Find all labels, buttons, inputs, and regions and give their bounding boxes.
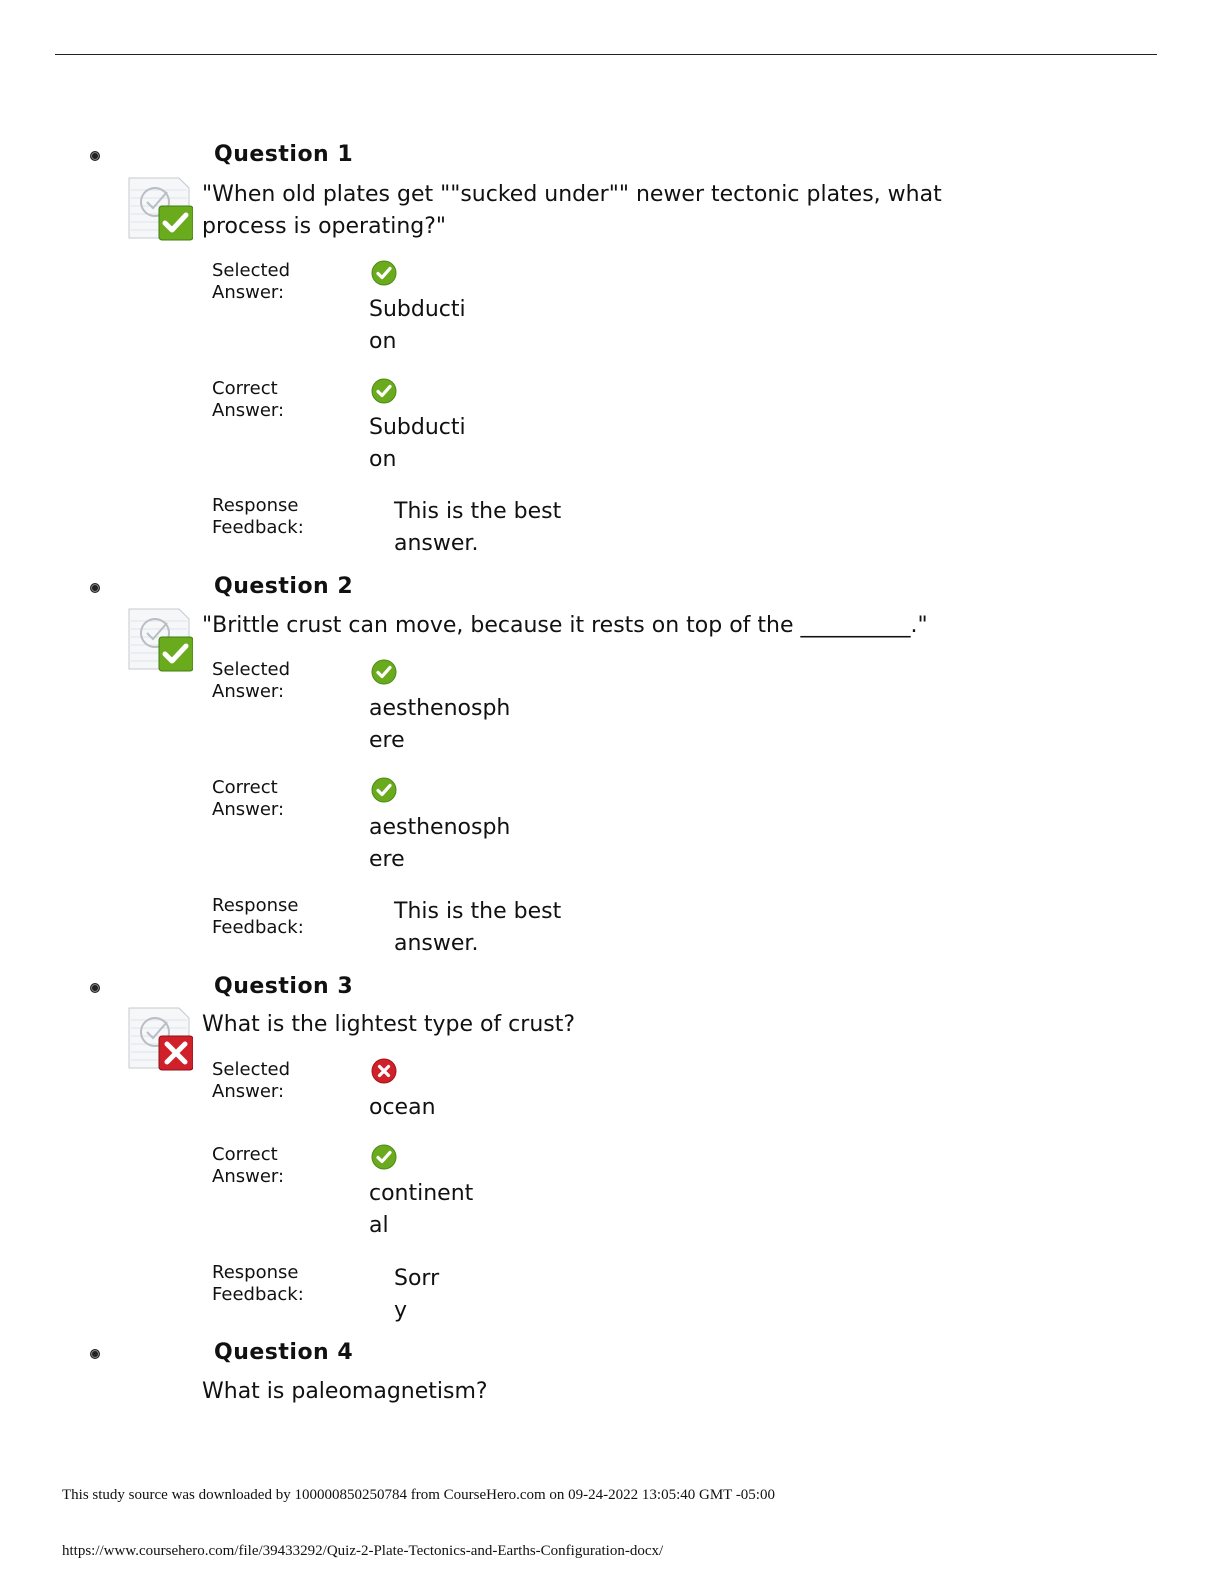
question-heading: Question 2 [214, 574, 354, 599]
response-feedback-label: Response Feedback: [212, 895, 304, 938]
correct-answer-label: Correct Answer: [212, 777, 285, 820]
correct-check-icon [371, 260, 397, 286]
question-heading: Question 1 [214, 142, 354, 167]
question-text: "Brittle crust can move, because it rest… [202, 613, 928, 638]
correct-answer-label: Correct Answer: [212, 378, 285, 421]
question-text: What is the lightest type of crust? [202, 1012, 576, 1037]
correct-answer-value: continental [369, 1181, 474, 1238]
question-correct-icon [127, 176, 194, 242]
correct-check-icon [371, 1144, 397, 1170]
response-feedback-label: Response Feedback: [212, 495, 304, 538]
question-bullet [90, 1349, 100, 1359]
response-feedback-label: Response Feedback: [212, 1262, 304, 1305]
correct-check-icon [371, 777, 397, 803]
correct-check-icon [371, 659, 397, 685]
response-feedback-text: This is the best answer. [394, 499, 562, 556]
correct-answer-value: aesthenosphere [369, 815, 511, 872]
selected-answer-label: Selected Answer: [212, 659, 291, 702]
correct-answer-label: Correct Answer: [212, 1144, 285, 1187]
selected-answer-value: aesthenosphere [369, 696, 511, 753]
response-feedback-text: This is the best answer. [394, 899, 562, 956]
download-note: This study source was downloaded by 1000… [62, 1487, 775, 1503]
question-correct-icon [127, 607, 194, 673]
question-incorrect-icon [127, 1006, 194, 1072]
question-bullet [90, 151, 100, 161]
question-heading: Question 3 [214, 974, 354, 999]
incorrect-x-icon [371, 1058, 397, 1084]
question-heading: Question 4 [214, 1340, 354, 1365]
source-url[interactable]: https://www.coursehero.com/file/39433292… [62, 1543, 664, 1559]
question-text: "When old plates get ""sucked under"" ne… [202, 182, 942, 239]
selected-answer-value: Subduction [369, 297, 466, 354]
question-bullet [90, 983, 100, 993]
header-rule [55, 54, 1157, 55]
correct-answer-value: Subduction [369, 415, 466, 472]
selected-answer-label: Selected Answer: [212, 1059, 291, 1102]
question-bullet [90, 583, 100, 593]
correct-check-icon [371, 378, 397, 404]
question-text: What is paleomagnetism? [202, 1379, 488, 1404]
selected-answer-value: ocean [369, 1095, 436, 1120]
selected-answer-label: Selected Answer: [212, 260, 291, 303]
response-feedback-text: Sorry [394, 1266, 440, 1323]
